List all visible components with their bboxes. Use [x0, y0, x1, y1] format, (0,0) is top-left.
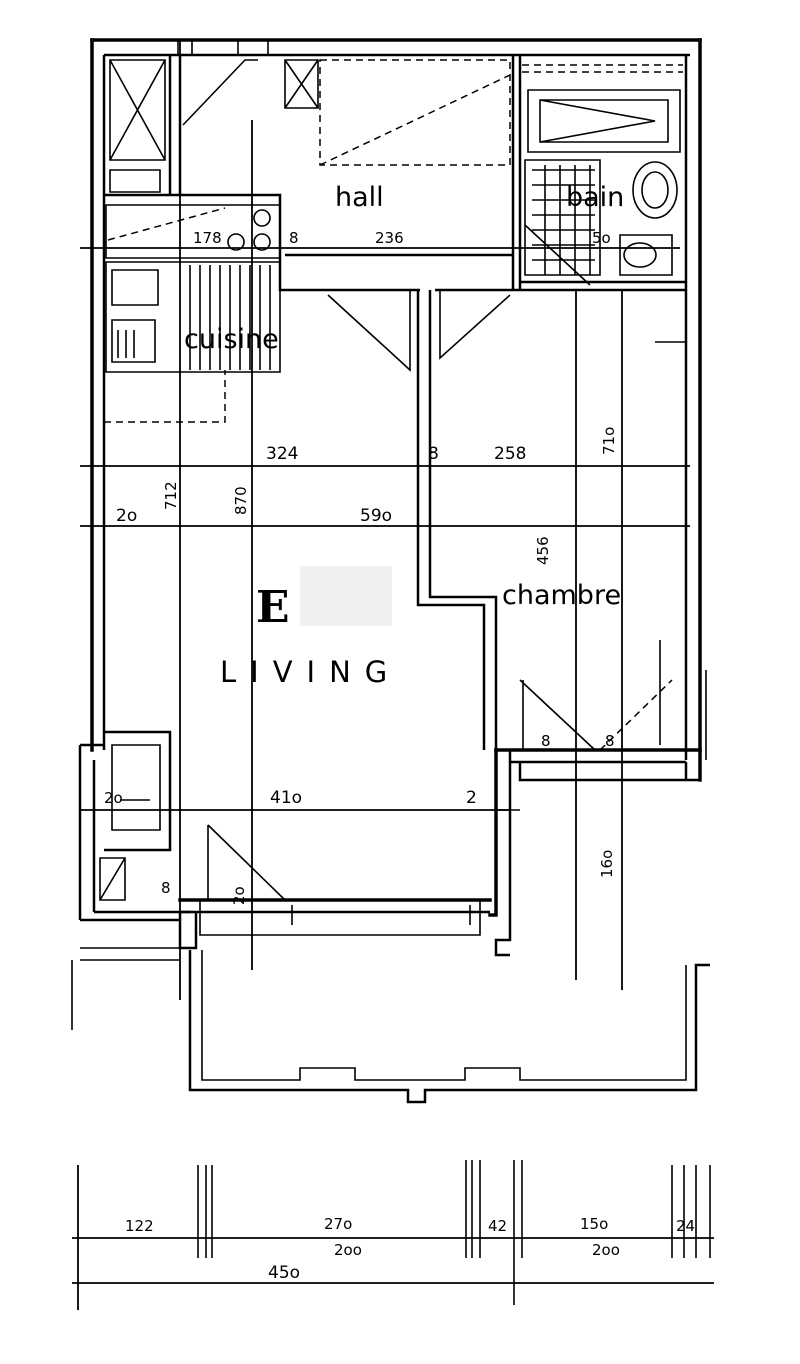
- dim-bottom-total: 45o: [268, 1263, 300, 1283]
- dim-chambre-8b: 8: [605, 732, 615, 750]
- dim-living-2-right: 2: [466, 788, 477, 808]
- dimension-lines: [80, 40, 690, 1000]
- dim-chambre-8a: 8: [541, 732, 551, 750]
- dim-bain-5o: 5o: [592, 229, 611, 247]
- dim-bottom-15o: 15o: [580, 1215, 608, 1233]
- dim-bottom-122: 122: [125, 1217, 154, 1235]
- dim-living-8-bottom: 8: [161, 879, 171, 897]
- dim-bottom-42: 42: [488, 1217, 507, 1235]
- dim-chambre-456: 456: [534, 536, 552, 565]
- dim-bottom-2oo-a: 2oo: [334, 1241, 362, 1259]
- dim-hall-8: 8: [289, 229, 299, 247]
- dim-bottom-2oo-b: 2oo: [592, 1241, 620, 1259]
- kitchen-fixtures: [105, 204, 281, 373]
- door-swings: [207, 290, 686, 901]
- closets: [109, 40, 511, 193]
- dim-hall-width: 236: [375, 229, 404, 247]
- label-bain: bain: [566, 182, 624, 213]
- dim-mid-8: 8: [428, 444, 439, 464]
- dim-chambre-16o: 16o: [598, 850, 616, 878]
- dim-living-2o: 2o: [116, 506, 137, 526]
- dim-living-2o-v: 2o: [230, 886, 248, 905]
- label-living-mark: E: [256, 582, 290, 633]
- label-chambre: chambre: [502, 580, 621, 611]
- outer-walls: [78, 38, 707, 957]
- dim-chambre-258: 258: [494, 444, 526, 464]
- dim-living-870: 870: [232, 486, 250, 515]
- dim-bottom-24: 24: [676, 1217, 695, 1235]
- balcony: [71, 947, 710, 1104]
- dim-living-712: 712: [162, 481, 180, 510]
- label-cuisine: cuisine: [184, 324, 279, 355]
- bathroom-fixtures: [522, 64, 683, 286]
- label-hall: hall: [335, 182, 384, 213]
- dim-living-41o: 41o: [270, 788, 302, 808]
- redaction-box: [300, 566, 392, 626]
- dim-chambre-71o: 71o: [600, 427, 618, 455]
- dim-bottom-27o: 27o: [324, 1215, 352, 1233]
- dim-cuisine-324: 324: [266, 444, 298, 464]
- bottom-dimension-chain: [72, 1160, 714, 1310]
- inner-walls: [104, 55, 686, 750]
- label-living: LIVING: [220, 655, 401, 689]
- dimension-texts: 178 8 236 5o 324 8 258 71o 2o 712 870 59…: [104, 229, 695, 1283]
- dim-living-2o-b: 2o: [104, 789, 123, 807]
- dim-hall-left: 178: [193, 229, 222, 247]
- dim-living-59o: 59o: [360, 506, 392, 526]
- room-labels: hall bain cuisine chambre E LIVING: [184, 182, 624, 689]
